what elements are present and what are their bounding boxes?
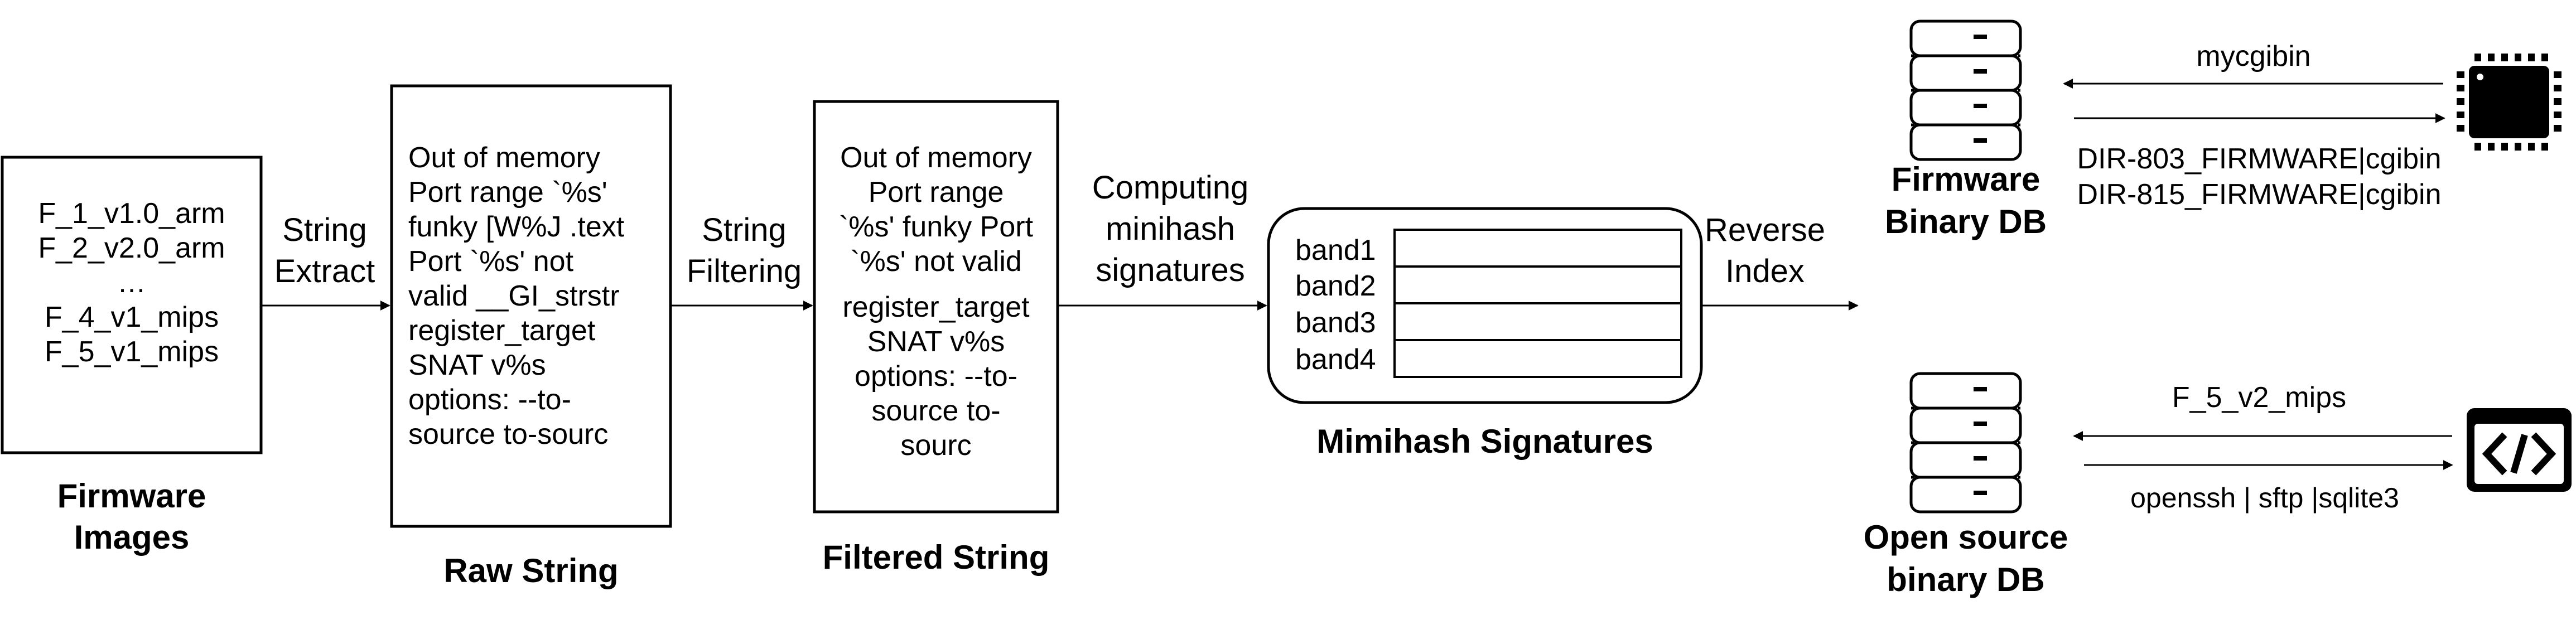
firmware-db-caption: Binary DB [1885,203,2047,240]
raw-string-line: Out of memory [408,142,600,174]
computing-label: minihash [1106,211,1235,247]
band-cell [1393,339,1682,378]
filtered-string-line: SNAT v%s [867,326,1005,358]
raw-string-line: Port `%s' not [408,245,574,278]
reverse-index-label: Index [1725,253,1805,289]
raw-string-line: SNAT v%s [408,349,546,381]
chip-icon [2457,54,2561,151]
signatures-caption: Mimihash Signatures [1316,423,1653,460]
code-icon [2467,408,2572,492]
firmware-images-caption: Images [74,519,190,556]
raw-string-line: Port range `%s' [408,176,607,209]
raw-string-line: source to-sourc [408,418,608,451]
raw-string-line: funky [W%J .text [408,211,625,243]
firmware-result-line: DIR-815_FIRMWARE|cgibin [2077,178,2441,211]
raw-string-line: valid __GI_strstr [408,280,620,312]
opensource-query-label: F_5_v2_mips [2172,381,2346,414]
band-label: band2 [1295,270,1376,302]
filtered-string-line: Port range [869,176,1004,209]
computing-label: Computing [1092,169,1248,206]
opensource-db-caption: binary DB [1887,561,2044,598]
raw-string-box [390,84,672,528]
opensource-db-caption: Open source [1864,519,2068,556]
reverse-index-label: Reverse [1705,212,1825,248]
filtered-string-line: `%s' not valid [850,245,1022,278]
band-label: band4 [1295,343,1376,376]
filtered-string-line: `%s' funky Port [839,211,1034,243]
firmware-db-icon [1909,20,2022,161]
firmware-result-line: DIR-803_FIRMWARE|cgibin [2077,143,2441,175]
opensource-result-label: openssh | sftp |sqlite3 [2130,482,2399,514]
firmware-query-label: mycgibin [2196,40,2310,72]
band-label: band1 [1295,234,1376,267]
filtered-string-line: sourc [900,429,971,462]
filtered-string-box [813,100,1059,514]
firmware-images-caption: Firmware [57,477,206,515]
filtered-string-line: register_target [842,291,1030,323]
band-table: band1 band2 band3 band4 [1295,229,1682,378]
band-cell [1393,229,1682,268]
opensource-db-icon [1909,372,2022,514]
computing-label: signatures [1096,252,1245,288]
filtered-string-lines: Out of memory Port range `%s' funky Port… [839,142,1034,462]
firmware-image-item: F_1_v1.0_arm [38,197,225,230]
string-extract-label: String [282,212,367,248]
firmware-image-item: … [117,267,146,299]
band-cell [1393,302,1682,341]
raw-string-lines: Out of memory Port range `%s' funky [W%J… [408,142,625,451]
filtered-string-line: options: --to- [855,360,1017,393]
firmware-db-caption: Firmware [1892,161,2040,198]
string-filtering-label: Filtering [687,253,802,289]
filtered-string-line: source to- [871,395,1000,427]
raw-string-line: register_target [408,314,596,347]
filtered-string-line: Out of memory [840,142,1032,174]
band-label: band3 [1295,307,1376,339]
filtered-string-caption: Filtered String [823,539,1050,576]
firmware-images-box [1,156,263,454]
firmware-image-item: F_2_v2.0_arm [38,232,225,264]
string-extract-label: Extract [274,253,375,289]
firmware-image-item: F_5_v1_mips [45,336,219,368]
raw-string-line: options: --to- [408,384,571,416]
raw-string-caption: Raw String [443,552,618,589]
string-filtering-label: String [702,212,787,248]
firmware-image-item: F_4_v1_mips [45,301,219,333]
band-cell [1393,265,1682,304]
